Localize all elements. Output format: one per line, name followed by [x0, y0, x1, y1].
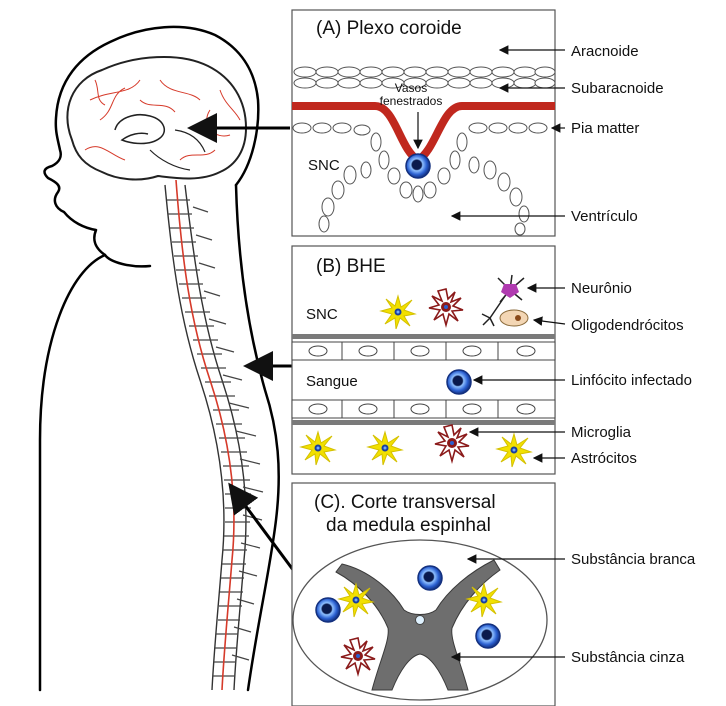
basement-membrane-top: [292, 334, 555, 339]
label-vasos-2: fenestrados: [380, 94, 443, 108]
spinal-column: [165, 180, 263, 690]
label-snc-a: SNC: [308, 157, 340, 174]
label-linfocito: Linfócito infectado: [571, 372, 692, 389]
panel-c-medula: (C). Corte transversal da medula espinha…: [292, 483, 565, 706]
infected-lymphocyte: [447, 370, 471, 394]
endothelium-top: [292, 342, 555, 360]
label-microglia: Microglia: [571, 424, 632, 441]
lymphocyte-c2: [316, 598, 340, 622]
panel-b-title: (B) BHE: [316, 256, 386, 277]
label-branca: Substância branca: [571, 551, 696, 568]
label-aracnoide: Aracnoide: [571, 43, 639, 60]
label-subaracnoide: Subaracnoide: [571, 80, 664, 97]
panel-a-title: (A) Plexo coroide: [316, 18, 462, 39]
label-vasos-1: Vasos: [395, 81, 427, 95]
pointer-arrows: [190, 128, 308, 590]
label-astrocitos: Astrócitos: [571, 450, 637, 467]
label-oligo: Oligodendrócitos: [571, 317, 684, 334]
panel-c-title-2: da medula espinhal: [326, 515, 491, 536]
brain: [67, 57, 246, 180]
endothelium-bottom: [292, 400, 555, 418]
lymphocyte-c3: [476, 624, 500, 648]
label-pia: Pia matter: [571, 120, 639, 137]
panel-a-plexo-coroide: (A) Plexo coroide Vasos fenestrados SNC: [292, 10, 565, 236]
label-snc-b: SNC: [306, 306, 338, 323]
panel-b-bhe: (B) BHE SNC Sangue: [292, 246, 565, 474]
label-neuronio: Neurônio: [571, 280, 632, 297]
label-sangue: Sangue: [306, 373, 358, 390]
basement-membrane-bottom: [292, 420, 555, 425]
label-ventriculo: Ventrículo: [571, 208, 638, 225]
neck-front: [105, 255, 150, 266]
panel-c-title-1: (C). Corte transversal: [314, 492, 496, 513]
lymphocyte-c1: [418, 566, 442, 590]
label-cinza: Substância cinza: [571, 649, 685, 666]
central-canal: [416, 616, 425, 625]
lymphocyte-a: [406, 154, 430, 178]
